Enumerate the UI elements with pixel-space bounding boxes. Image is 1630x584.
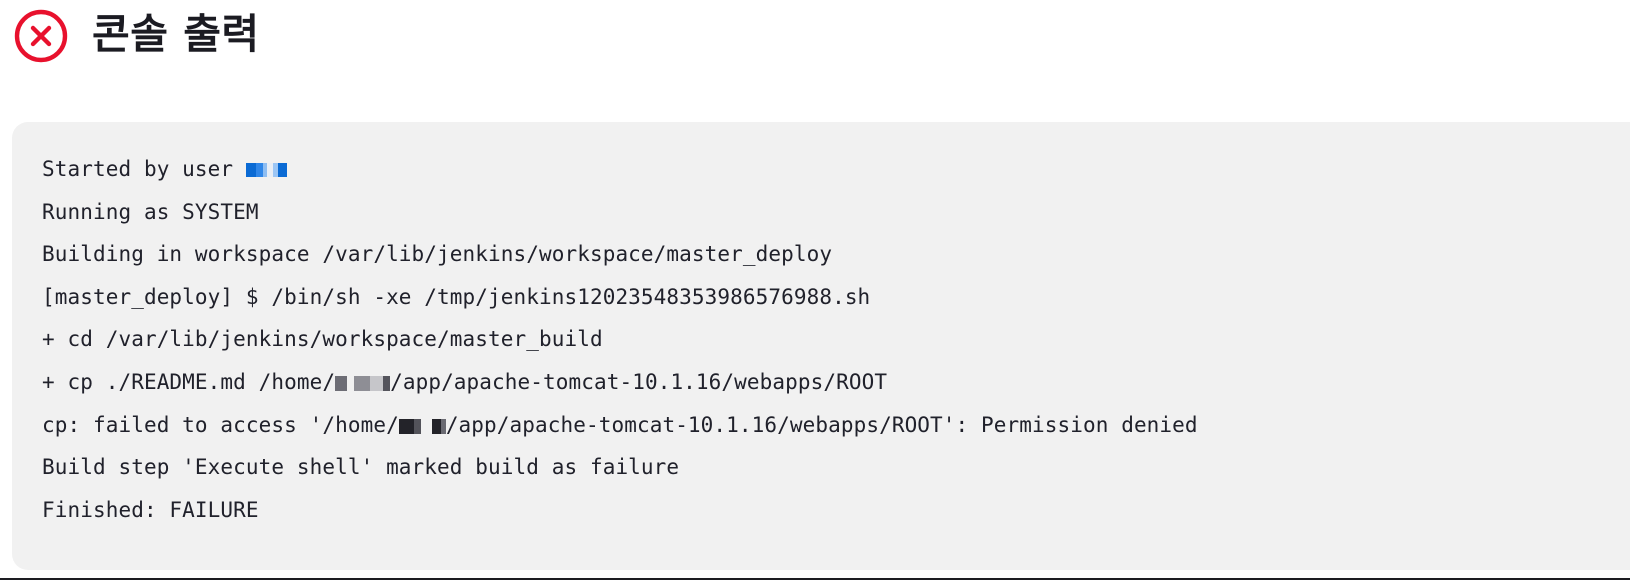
line-cp-error: cp: failed to access '/home/ /app/apache-… — [42, 404, 1626, 447]
line-finished-text: Finished: FAILURE — [42, 497, 259, 522]
line-running-as: Running as SYSTEM — [42, 191, 1626, 234]
redacted-username-block — [335, 375, 391, 391]
line-started-by-user: Started by user — [42, 148, 1626, 191]
console-output-body[interactable]: Started by user Running as SYSTEM Buildin… — [12, 122, 1630, 570]
line-cp-text-tail: /app/apache-tomcat-10.1.16/webapps/ROOT — [390, 369, 888, 394]
line-shell-invocation: [master_deploy] $ /bin/sh -xe /tmp/jenki… — [42, 276, 1626, 319]
redacted-username-block[interactable] — [245, 163, 287, 177]
line-build-step-marked-text: Build step 'Execute shell' marked build … — [42, 455, 680, 480]
line-running-as-text: Running as SYSTEM — [42, 199, 259, 224]
console-log-text: Started by user Running as SYSTEM Buildin… — [42, 148, 1626, 531]
line-building-in-workspace-text: Building in workspace /var/lib/jenkins/w… — [42, 242, 833, 267]
line-cp: + cp ./README.md /home/ /app/apache-tomca… — [42, 361, 1626, 404]
line-cd-text: + cd /var/lib/jenkins/workspace/master_b… — [42, 327, 603, 352]
line-cp-error-text-tail: /app/apache-tomcat-10.1.16/webapps/ROOT'… — [445, 412, 1198, 437]
redacted-username-block — [398, 418, 446, 434]
line-building-in-workspace: Building in workspace /var/lib/jenkins/w… — [42, 233, 1626, 276]
line-build-step-marked: Build step 'Execute shell' marked build … — [42, 446, 1626, 489]
line-cd: + cd /var/lib/jenkins/workspace/master_b… — [42, 318, 1626, 361]
line-started-by-user-text: Started by user — [42, 157, 246, 181]
console-output-panel: Started by user Running as SYSTEM Buildin… — [12, 122, 1630, 570]
error-circle-x-icon — [14, 9, 68, 63]
line-finished: Finished: FAILURE — [42, 489, 1626, 532]
line-shell-invocation-text: [master_deploy] $ /bin/sh -xe /tmp/jenki… — [42, 284, 871, 309]
page-title: 콘솔 출력 — [92, 9, 260, 58]
line-cp-error-text: cp: failed to access '/home/ — [42, 412, 399, 437]
page-header: 콘솔 출력 — [0, 0, 1630, 63]
bottom-divider — [0, 578, 1630, 580]
line-cp-text: + cp ./README.md /home/ — [42, 369, 336, 394]
